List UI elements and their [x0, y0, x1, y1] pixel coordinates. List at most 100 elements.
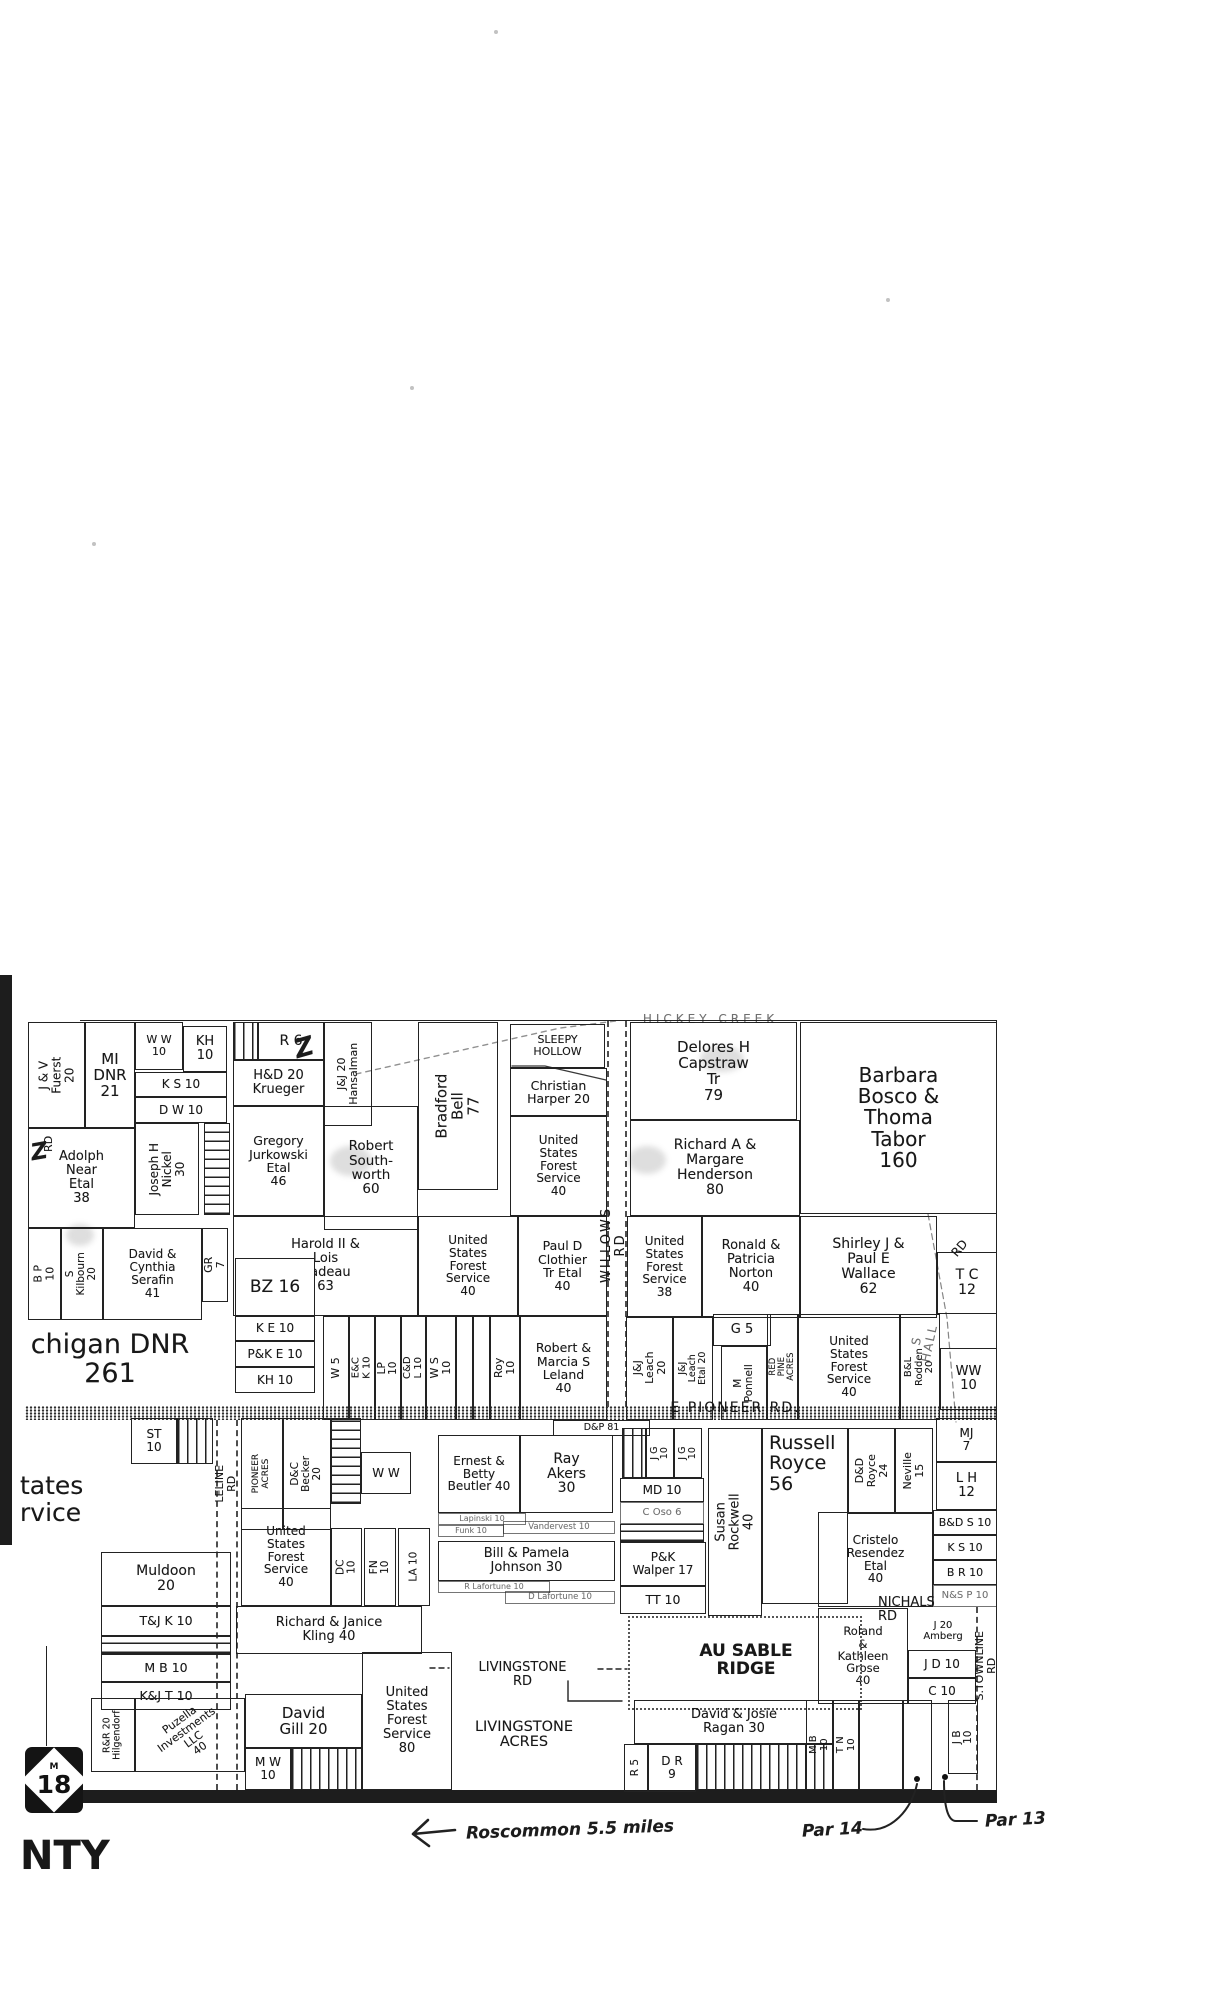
parcel: K&J T 10: [101, 1682, 231, 1710]
roscommon-arrow: [411, 1818, 457, 1848]
map-north-border: [80, 1020, 997, 1021]
cutoff-usfs-label: tates rvice: [20, 1462, 100, 1538]
parcel: W S 10: [426, 1316, 456, 1420]
parcel: Barbara Bosco & Thoma Tabor 160: [800, 1022, 997, 1214]
parcel-label: BZ 16: [249, 1276, 301, 1297]
parcel-label: Richard A & Margare Henderson 80: [673, 1137, 757, 1198]
parcel: R Lafortune 10: [438, 1581, 550, 1593]
parcel-label: T C 12: [955, 1267, 979, 1298]
parcel-label: Shirley J & Paul E Wallace 62: [832, 1236, 905, 1297]
parcel: PIONEER ACRES: [241, 1418, 283, 1530]
parcel: K S 10: [135, 1072, 227, 1097]
michigan-dnr-label-label: chigan DNR 261: [30, 1329, 190, 1389]
parcel-label: P&K E 10: [247, 1346, 303, 1361]
parcel-label: H&D 20 Krueger: [252, 1068, 305, 1097]
parcel: United States Forest Service 40: [418, 1216, 518, 1316]
parcel: United States Forest Service 40: [241, 1508, 331, 1606]
parcel: MJ 7: [936, 1418, 997, 1462]
parcel: J&J Leach 20: [626, 1316, 673, 1420]
parcel-label: United States Forest Service 80: [382, 1685, 432, 1756]
hatch-strip: [177, 1418, 213, 1464]
handwritten-squiggle-label: Z: [290, 1031, 317, 1066]
parcel-label: United States Forest Service 38: [642, 1233, 687, 1300]
subdivision-parcel: SLEEPY HOLLOW: [510, 1024, 605, 1068]
parcel-label: B P 10: [31, 1265, 57, 1283]
cutoff-usfs-label-label: tates rvice: [20, 1471, 84, 1527]
road-label-s-hall-rd-label: RD: [948, 1236, 971, 1259]
parcel: P&K E 10: [235, 1341, 315, 1367]
parcel-label: K&J T 10: [139, 1688, 193, 1704]
parcel: C Oso 6: [620, 1502, 704, 1524]
parcel: J G 10: [646, 1428, 674, 1478]
parcel-label: C&D L 10: [401, 1356, 424, 1380]
parcel: M B 10: [101, 1654, 231, 1682]
parcel: David Gill 20: [245, 1694, 362, 1748]
parcel-label: ST 10: [146, 1427, 162, 1454]
parcel: J & V Fuerst 20: [28, 1022, 85, 1128]
parcel-label: Barbara Bosco & Thoma Tabor 160: [857, 1062, 940, 1173]
scan-edge-bar: [0, 975, 12, 1545]
parcel-label: MD 10: [642, 1482, 682, 1497]
parcel-label: David & Josie Ragan 30: [690, 1707, 778, 1736]
parcel: M Ponnell: [721, 1346, 767, 1420]
parcel-label: MJ 7: [959, 1426, 974, 1453]
road-label-livingstone: LIVINGSTONE RD: [450, 1652, 595, 1698]
parcel: Funk 10: [438, 1525, 504, 1537]
parcel: [858, 1700, 903, 1790]
parcel: Vandervest 10: [503, 1521, 615, 1534]
handwritten-squiggle: Z: [288, 1028, 320, 1070]
parcel: Christian Harper 20: [510, 1068, 607, 1116]
parcel: Neville 15: [895, 1428, 933, 1514]
parcel: Delores H Capstraw Tr 79: [630, 1022, 797, 1120]
parcel-label: Robert South- worth 60: [348, 1138, 394, 1198]
parcel-label: J&J 20 Hansalman: [335, 1043, 361, 1105]
parcel-label: MI DNR 21: [93, 1049, 127, 1101]
parcel: DC 10: [331, 1528, 362, 1606]
par-13-point: [942, 1774, 948, 1780]
creek-label: HICKEY CREEK: [618, 1010, 803, 1028]
parcel: KH 10: [235, 1367, 315, 1393]
parcel-label: United States Forest Service 40: [445, 1232, 491, 1299]
hatch-strip: [291, 1748, 362, 1790]
parcel-label: Ronald & Patricia Norton 40: [721, 1238, 781, 1295]
parcel: N&S P 10: [933, 1585, 997, 1607]
scan-smudge: [330, 1146, 372, 1176]
parcel-label: LA 10: [407, 1552, 420, 1582]
hatch-strip: [696, 1744, 834, 1790]
parcel-label: S Kilbourn 20: [64, 1252, 99, 1296]
parcel-label: L H 12: [955, 1471, 978, 1500]
highway-route-number: 18: [36, 1770, 72, 1799]
parcel-label: B R 10: [946, 1565, 984, 1579]
parcel: J G 10: [674, 1428, 702, 1478]
highway-route-letter: M: [49, 1762, 59, 1772]
parcel-label: K E 10: [255, 1321, 295, 1336]
parcel-label: Joseph H Nickel 30: [146, 1142, 187, 1196]
parcel: H&D 20 Krueger: [233, 1060, 324, 1106]
highway-marker-text: M 18: [25, 1747, 83, 1813]
handwritten-distance-note-label: Roscommon 5.5 miles: [465, 1816, 674, 1844]
parcel-label: Susan Rockwell 40: [713, 1493, 756, 1551]
parcel: G 5: [713, 1314, 771, 1346]
parcel: United States Forest Service 40: [798, 1314, 900, 1420]
parcel: J 20 Amberg: [911, 1614, 975, 1650]
parcel-label: Delores H Capstraw Tr 79: [676, 1037, 751, 1105]
parcel: [456, 1316, 473, 1420]
parcel: W W 10: [135, 1022, 183, 1070]
parcel-label: United States Forest Service 40: [826, 1333, 872, 1400]
parcel-label: T&J K 10: [139, 1613, 193, 1629]
parcel: M B 10: [806, 1700, 833, 1790]
parcel-label: J D 10: [924, 1656, 960, 1671]
parcel-label: Lapinski 10: [459, 1513, 505, 1523]
parcel-label: WW 10: [955, 1364, 982, 1393]
parcel: E&C K 10: [349, 1316, 375, 1420]
parcel-label: N&S P 10: [941, 1589, 989, 1601]
parcel: J D 10: [908, 1650, 976, 1678]
parcel-label: C 10: [928, 1683, 956, 1698]
par-14-point: [914, 1776, 920, 1782]
scan-speck: [494, 30, 498, 34]
parcel: Bradford Bell 77: [418, 1022, 498, 1190]
michigan-dnr-label: chigan DNR 261: [20, 1328, 200, 1392]
parcel-label: J&J Leach 20: [630, 1351, 668, 1385]
hatch-strip: [204, 1123, 230, 1215]
